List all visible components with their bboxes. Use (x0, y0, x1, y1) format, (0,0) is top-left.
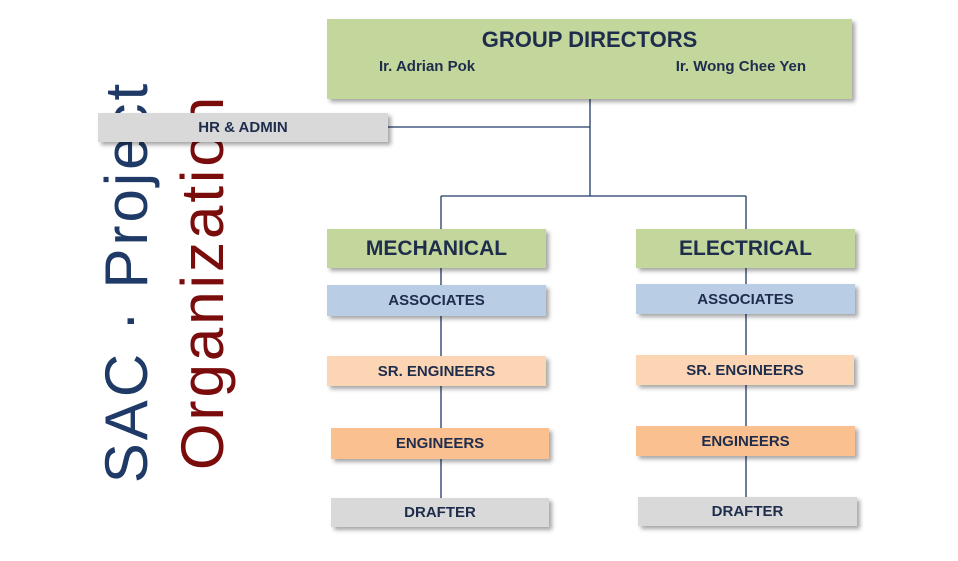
hr-admin-box: HR & ADMIN (98, 113, 388, 142)
electrical-header-box: ELECTRICAL (636, 229, 855, 268)
mechanical-drafter-box: DRAFTER (331, 498, 549, 527)
mechanical-associates-box: ASSOCIATES (327, 285, 546, 316)
mechanical-engineers-box: ENGINEERS (331, 428, 549, 459)
electrical-sr-engineers-box: SR. ENGINEERS (636, 355, 854, 385)
role-label: SR. ENGINEERS (377, 362, 496, 380)
group-directors-title: GROUP DIRECTORS (481, 27, 698, 52)
mechanical-title: MECHANICAL (365, 236, 508, 260)
role-label: ENGINEERS (701, 432, 790, 450)
hr-admin-label: HR & ADMIN (198, 119, 288, 136)
role-label: DRAFTER (711, 503, 784, 520)
mechanical-sr-engineers-box: SR. ENGINEERS (327, 356, 546, 386)
mechanical-header-box: MECHANICAL (327, 229, 546, 268)
director-names: Ir. Adrian Pok Ir. Wong Chee Yen (327, 58, 852, 75)
role-label: ASSOCIATES (388, 292, 485, 309)
role-label: ENGINEERS (395, 435, 485, 452)
electrical-drafter-box: DRAFTER (638, 497, 857, 526)
role-label: ASSOCIATES (697, 290, 794, 308)
director-name: Ir. Wong Chee Yen (675, 58, 806, 75)
role-label: SR. ENGINEERS (686, 361, 804, 379)
electrical-title: ELECTRICAL (679, 236, 812, 260)
electrical-associates-box: ASSOCIATES (636, 284, 855, 314)
role-label: DRAFTER (404, 504, 476, 521)
electrical-engineers-box: ENGINEERS (636, 426, 855, 456)
group-directors-box: GROUP DIRECTORS Ir. Adrian Pok Ir. Wong … (327, 19, 852, 99)
director-name: Ir. Adrian Pok (379, 58, 476, 75)
